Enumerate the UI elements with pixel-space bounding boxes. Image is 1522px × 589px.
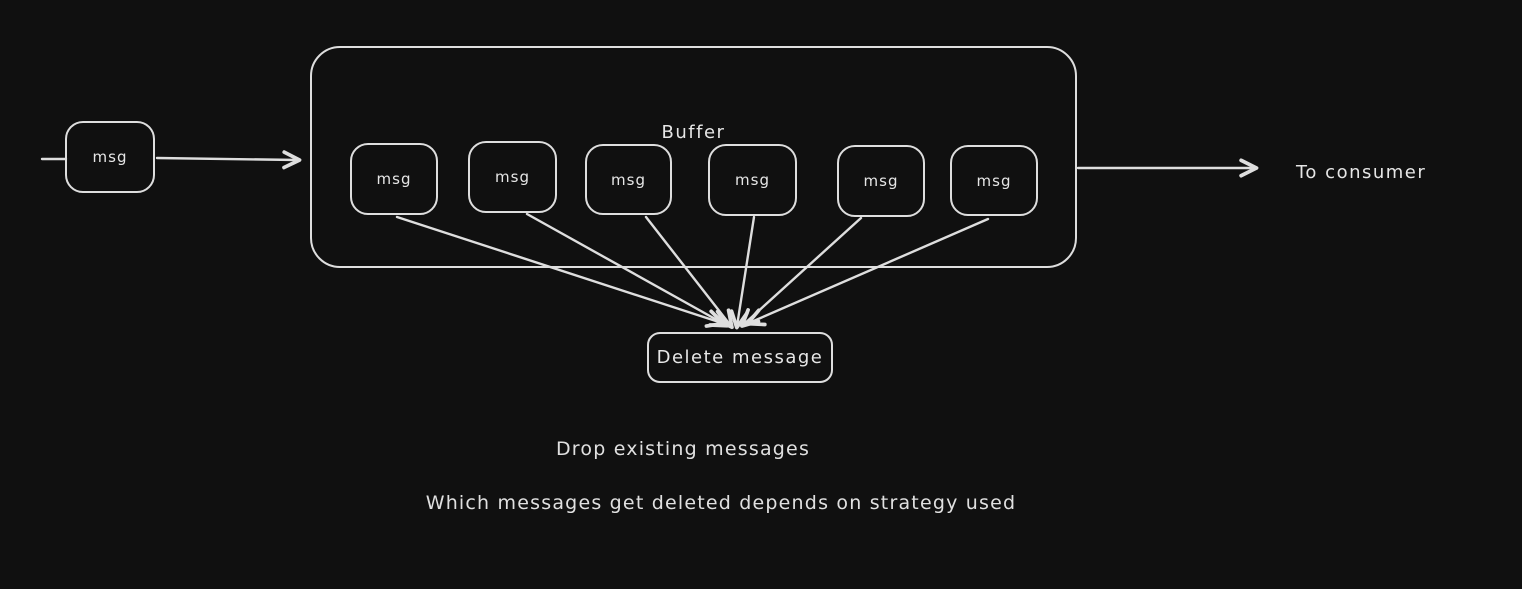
buffer-msg-box-4: msg [708, 144, 797, 216]
buffer-msg-box-3: msg [585, 144, 672, 215]
buffer-msg-box-5: msg [837, 145, 925, 217]
delete-message-box: Delete message [647, 332, 833, 383]
buffer-msg-label-5: msg [863, 172, 899, 190]
caption-drop-existing: Drop existing messages [555, 438, 811, 460]
delete-line-6 [745, 217, 990, 327]
to-consumer-label: To consumer [1296, 162, 1427, 183]
delete-line-1 [395, 215, 726, 328]
incoming-msg-box: msg [65, 121, 155, 193]
delete-line-4 [729, 215, 756, 330]
buffer-msg-label-6: msg [976, 171, 1012, 190]
delete-line-5 [740, 216, 863, 328]
buffer-msg-box-2: msg [468, 141, 557, 213]
buffer-msg-box-6: msg [950, 145, 1038, 216]
buffer-msg-label-2: msg [495, 168, 530, 186]
incoming-msg-label: msg [92, 148, 128, 166]
arrow-msg-to-buffer-icon [155, 150, 302, 170]
delete-line-2 [525, 212, 730, 328]
delete-line-3 [644, 215, 734, 330]
buffer-msg-box-1: msg [350, 143, 438, 215]
buffer-msg-label-3: msg [611, 170, 646, 189]
buffer-msg-label-1: msg [376, 170, 412, 188]
caption-strategy-note: Which messages get deleted depends on st… [425, 492, 1017, 514]
buffer-msg-label-4: msg [735, 171, 770, 189]
buffer-container: Buffer [310, 46, 1077, 268]
buffer-title: Buffer [661, 122, 726, 143]
delete-message-label: Delete message [656, 347, 824, 368]
